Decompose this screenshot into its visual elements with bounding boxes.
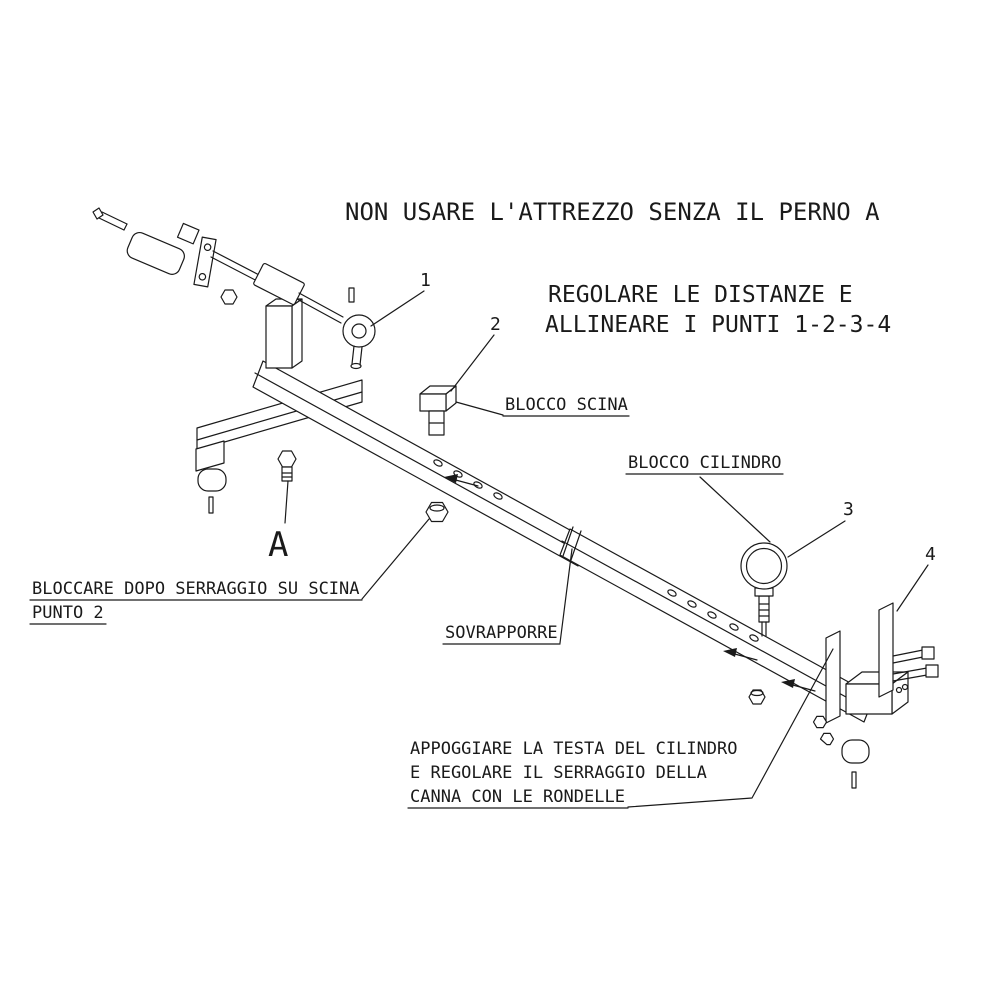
foot-cylinder: [197, 468, 227, 492]
appoggiare-label-line3: CANNA CON LE RONDELLE: [410, 787, 625, 807]
outer-plate: [878, 602, 894, 698]
machine-drawing: [92, 207, 939, 789]
hex-nut-top: [176, 222, 200, 245]
bloccare-label-line1: BLOCCARE DOPO SERRAGGIO SU SCINA: [32, 579, 360, 599]
foot-block: [195, 440, 225, 472]
detail-a-bolt: [277, 450, 297, 482]
callout-1-leader: [370, 290, 425, 327]
annotations: NON USARE L'ATTREZZO SENZA IL PERNO A RE…: [32, 198, 936, 807]
sovrapporre-leader: [559, 548, 573, 644]
bracket-plate: [193, 236, 217, 288]
detail-a-label: A: [268, 525, 288, 565]
support-column: [265, 298, 303, 369]
diagram-title: NON USARE L'ATTREZZO SENZA IL PERNO A: [345, 198, 880, 226]
blocco-scina-leader: [455, 401, 504, 416]
detail-a-leader: [284, 480, 289, 524]
small-nut: [220, 289, 238, 305]
right-foot-pin: [851, 771, 857, 789]
bloccare-leader: [361, 518, 430, 600]
callout-4: 4: [925, 544, 936, 565]
blocco-cilindro-leader: [699, 476, 771, 543]
small-pin: [348, 287, 355, 303]
lock-nut-2: [819, 732, 835, 746]
appoggiare-label-line1: APPOGGIARE LA TESTA DEL CILINDRO: [410, 739, 738, 759]
pin-tool-assembly: [92, 207, 376, 370]
cylinder-gauge: [740, 542, 788, 637]
side-bolt-1: [892, 646, 935, 664]
callout-3-leader: [787, 520, 846, 558]
side-bolt-2: [892, 664, 939, 682]
foot-pin: [208, 496, 214, 514]
sovrapporre-label: SOVRAPPORRE: [445, 623, 558, 643]
callout-2-leader: [450, 334, 495, 392]
blocco-scina-label: BLOCCO SCINA: [505, 395, 628, 415]
instruction-line-1: REGOLARE LE DISTANZE E: [548, 282, 853, 308]
callout-1: 1: [420, 270, 431, 291]
appoggiare-leader: [627, 648, 834, 808]
rail-overlap-joint: [562, 526, 582, 561]
label-underlines: [29, 415, 784, 809]
callout-4-leader: [896, 564, 929, 612]
right-foot-cylinder: [841, 739, 870, 764]
rail-section-2: [559, 528, 875, 723]
right-end-assembly: [748, 602, 939, 789]
rail-direction-arrows: [444, 474, 816, 692]
rail-section-1: [252, 360, 589, 567]
ball-joint-boss: [342, 314, 376, 348]
callout-2: 2: [490, 314, 501, 335]
handle-cylinder: [126, 231, 185, 275]
mid-nut: [425, 501, 449, 523]
leader-lines: [284, 290, 929, 808]
sleeve: [253, 262, 305, 306]
rail-nut: [748, 689, 766, 705]
bloccare-label-line2: PUNTO 2: [32, 603, 104, 623]
screw-head: [92, 207, 104, 220]
appoggiare-label-line2: E REGOLARE IL SERRAGGIO DELLA: [410, 763, 707, 783]
inner-plate: [825, 630, 841, 724]
blocco-scina-block: [419, 385, 457, 436]
instruction-line-2: ALLINEARE I PUNTI 1-2-3-4: [545, 312, 891, 338]
blocco-cilindro-label: BLOCCO CILINDRO: [628, 453, 782, 473]
rail-holes: [433, 459, 759, 642]
callout-3: 3: [843, 499, 854, 520]
lock-nut-1: [812, 715, 828, 729]
